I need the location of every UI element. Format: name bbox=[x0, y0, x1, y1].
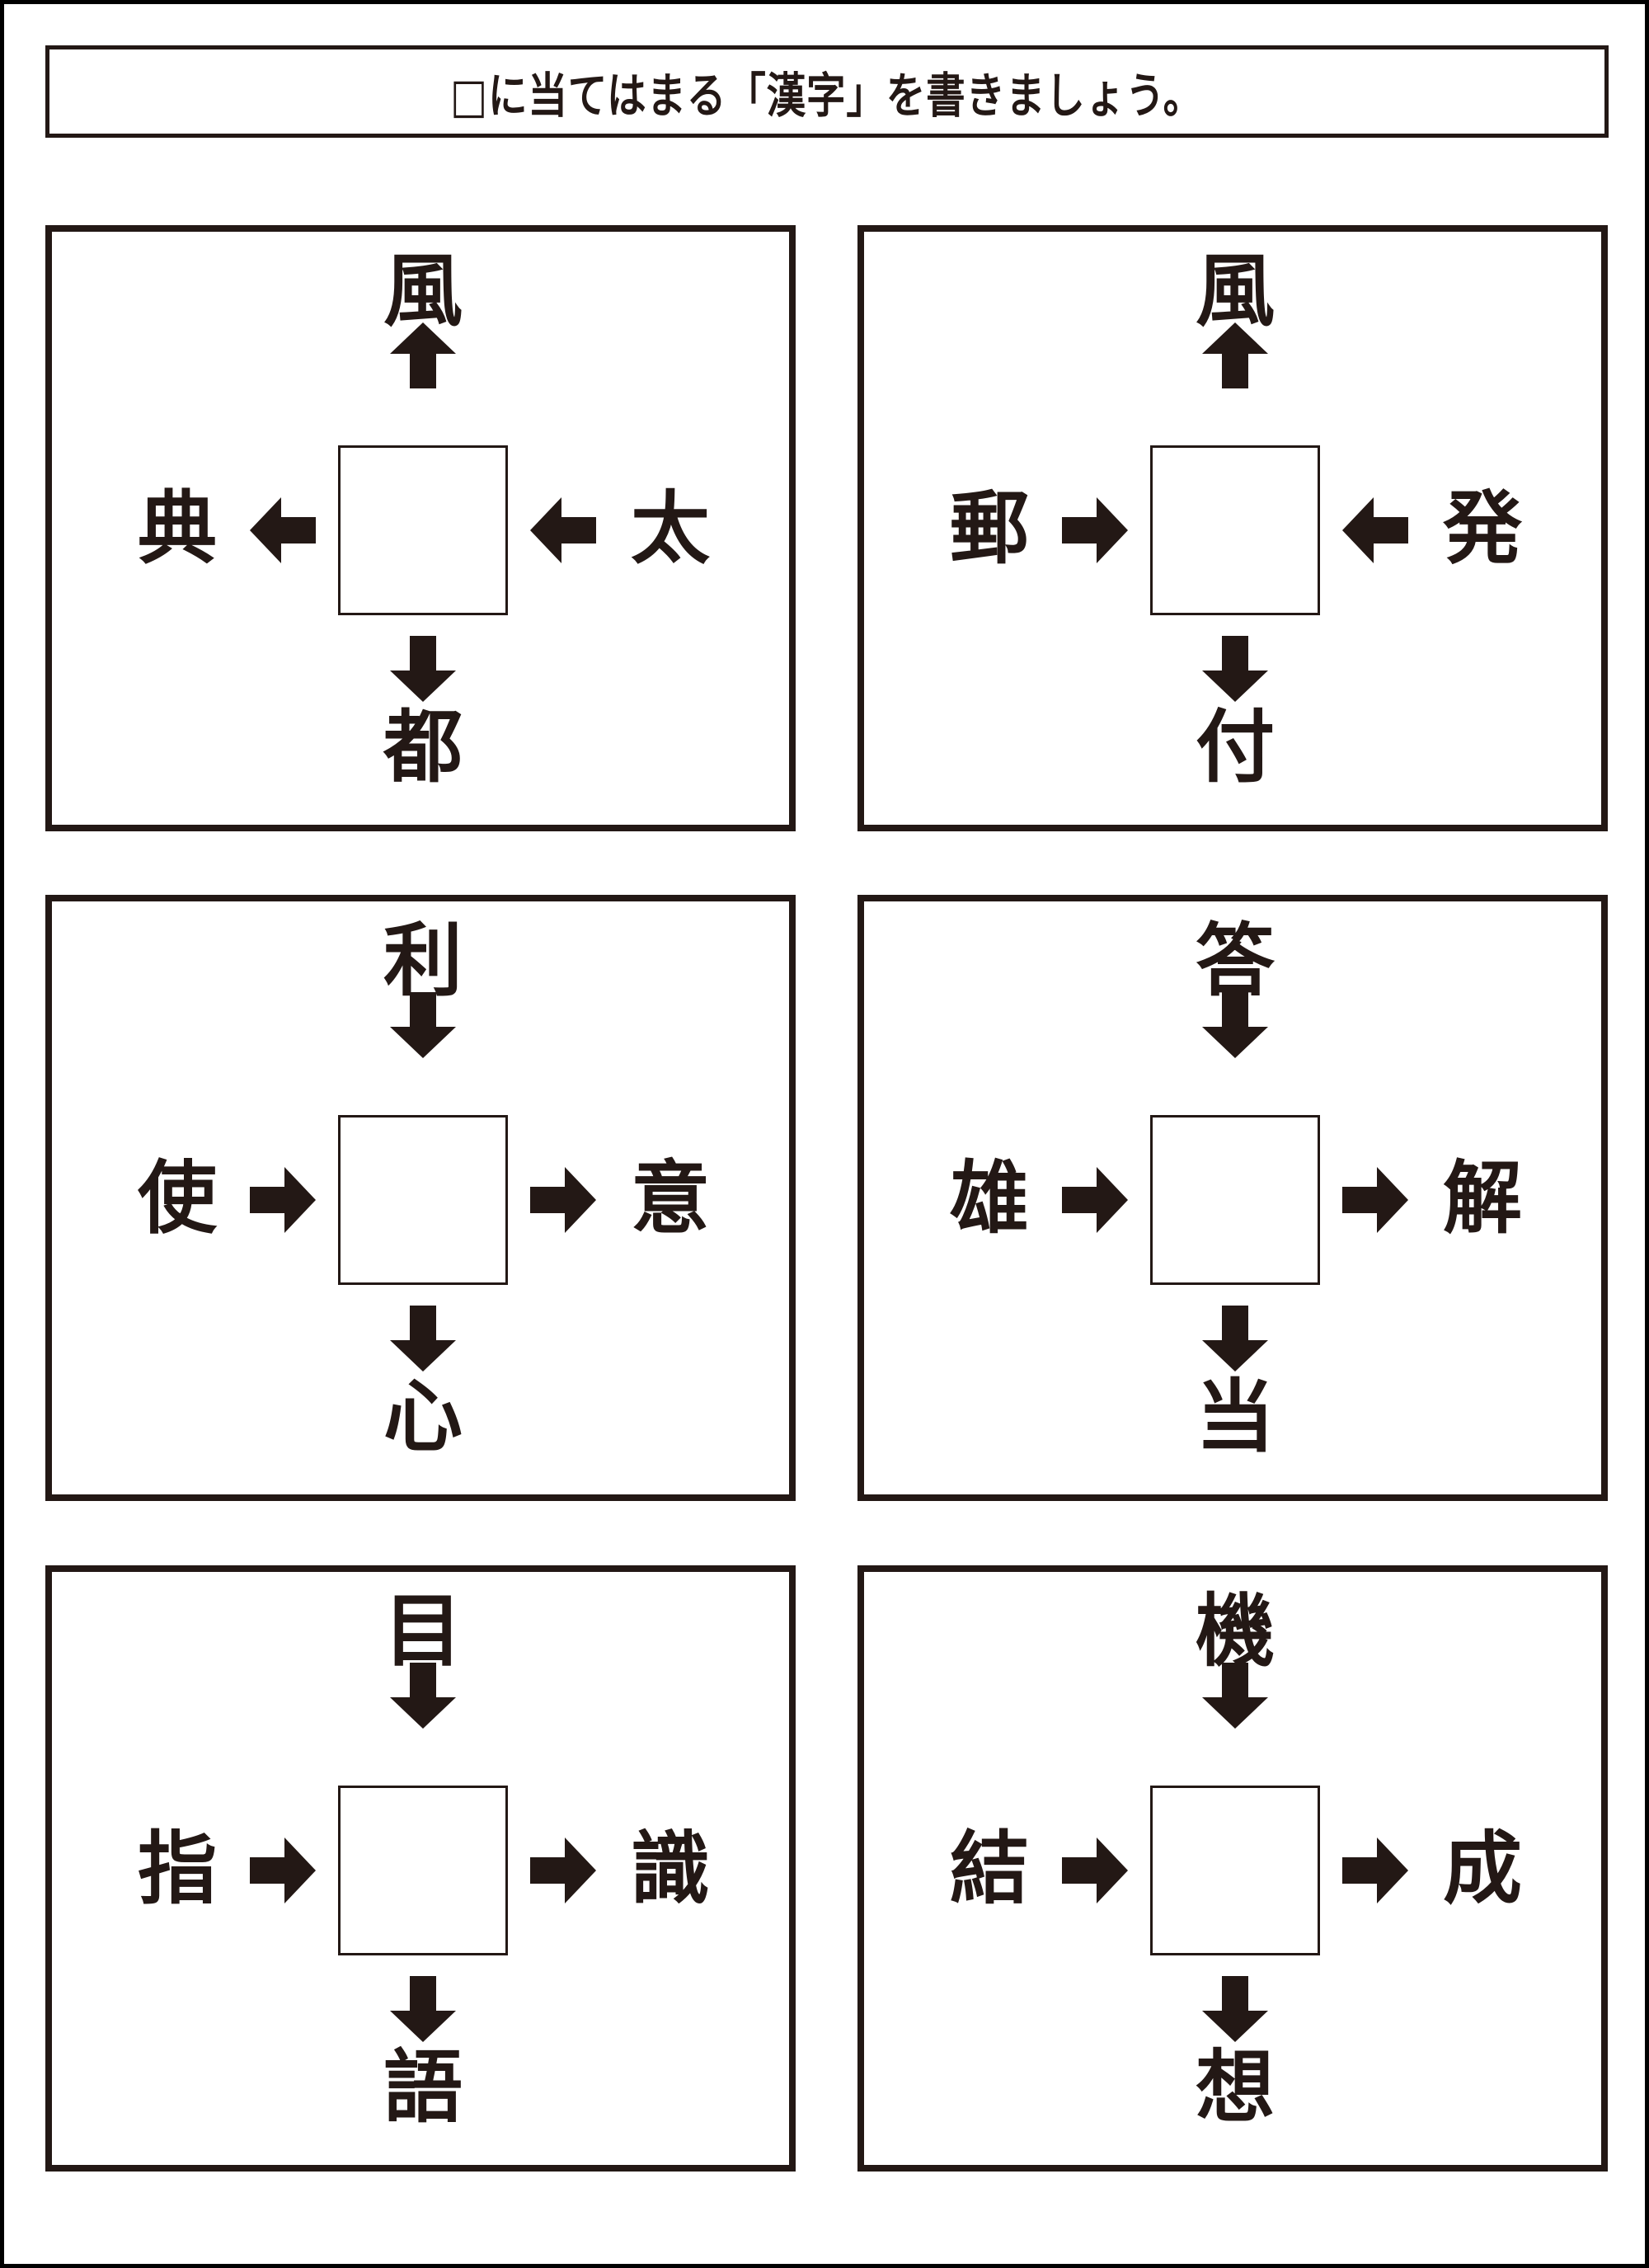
answer-box[interactable] bbox=[338, 1115, 508, 1285]
arrow-right-icon bbox=[1338, 1833, 1412, 1908]
arrow-right-icon bbox=[246, 1833, 320, 1908]
arrow-right-icon bbox=[1058, 493, 1132, 567]
puzzle-card-6: 機 結 成 想 bbox=[857, 1565, 1608, 2172]
arrow-down-icon bbox=[386, 1972, 460, 2046]
arrow-down-icon bbox=[1198, 632, 1272, 706]
arrow-down-icon bbox=[386, 632, 460, 706]
right-kanji: 解 bbox=[1443, 1151, 1522, 1245]
arrow-left-icon bbox=[526, 493, 600, 567]
arrow-right-icon bbox=[1058, 1833, 1132, 1908]
arrow-down-icon bbox=[1198, 988, 1272, 1062]
bottom-kanji: 当 bbox=[1196, 1370, 1275, 1463]
puzzle-card-5: 目 指 識 語 bbox=[45, 1565, 796, 2172]
left-kanji: 指 bbox=[138, 1822, 217, 1915]
top-kanji: 風 bbox=[383, 244, 463, 337]
arrow-down-icon bbox=[1198, 1659, 1272, 1733]
arrow-down-icon bbox=[1198, 1301, 1272, 1376]
arrow-left-icon bbox=[1338, 493, 1412, 567]
arrow-down-icon bbox=[1198, 1972, 1272, 2046]
arrow-right-icon bbox=[526, 1833, 600, 1908]
puzzle-card-1: 風 典 太 都 bbox=[45, 225, 796, 831]
left-kanji: 使 bbox=[138, 1151, 217, 1245]
right-kanji: 意 bbox=[631, 1151, 710, 1245]
left-kanji: 典 bbox=[138, 482, 217, 575]
arrow-right-icon bbox=[1338, 1163, 1412, 1237]
answer-box[interactable] bbox=[1150, 1115, 1320, 1285]
bottom-kanji: 付 bbox=[1196, 700, 1275, 793]
left-kanji: 雄 bbox=[950, 1151, 1029, 1245]
top-kanji: 風 bbox=[1196, 244, 1275, 337]
arrow-up-icon bbox=[1198, 318, 1272, 393]
puzzle-card-2: 風 郵 発 付 bbox=[857, 225, 1608, 831]
top-kanji: 利 bbox=[383, 914, 463, 1007]
bottom-kanji: 都 bbox=[383, 700, 463, 793]
instruction-text: □に当てはまる「漢字」を書きましょう。 bbox=[450, 68, 1204, 124]
puzzle-card-3: 利 使 意 心 bbox=[45, 895, 796, 1501]
arrow-left-icon bbox=[246, 493, 320, 567]
right-kanji: 識 bbox=[631, 1822, 710, 1915]
answer-box[interactable] bbox=[1150, 445, 1320, 615]
bottom-kanji: 想 bbox=[1196, 2040, 1275, 2134]
top-kanji: 機 bbox=[1196, 1584, 1275, 1677]
arrow-down-icon bbox=[386, 988, 460, 1062]
puzzle-card-4: 答 雄 解 当 bbox=[857, 895, 1608, 1501]
instruction-box: □に当てはまる「漢字」を書きましょう。 bbox=[45, 45, 1609, 138]
top-kanji: 答 bbox=[1196, 914, 1275, 1007]
answer-box[interactable] bbox=[1150, 1786, 1320, 1955]
left-kanji: 結 bbox=[950, 1822, 1029, 1915]
arrow-right-icon bbox=[246, 1163, 320, 1237]
arrow-down-icon bbox=[386, 1301, 460, 1376]
top-kanji: 目 bbox=[383, 1584, 463, 1677]
arrow-right-icon bbox=[1058, 1163, 1132, 1237]
bottom-kanji: 心 bbox=[383, 1370, 463, 1463]
worksheet-page: □に当てはまる「漢字」を書きましょう。 風 典 太 都 風 郵 発 付 利 使 … bbox=[4, 4, 1645, 2264]
arrow-right-icon bbox=[526, 1163, 600, 1237]
right-kanji: 発 bbox=[1443, 482, 1522, 575]
right-kanji: 成 bbox=[1443, 1822, 1522, 1915]
bottom-kanji: 語 bbox=[383, 2040, 463, 2134]
left-kanji: 郵 bbox=[950, 482, 1029, 575]
answer-box[interactable] bbox=[338, 445, 508, 615]
arrow-up-icon bbox=[386, 318, 460, 393]
right-kanji: 太 bbox=[631, 482, 710, 575]
arrow-down-icon bbox=[386, 1659, 460, 1733]
answer-box[interactable] bbox=[338, 1786, 508, 1955]
